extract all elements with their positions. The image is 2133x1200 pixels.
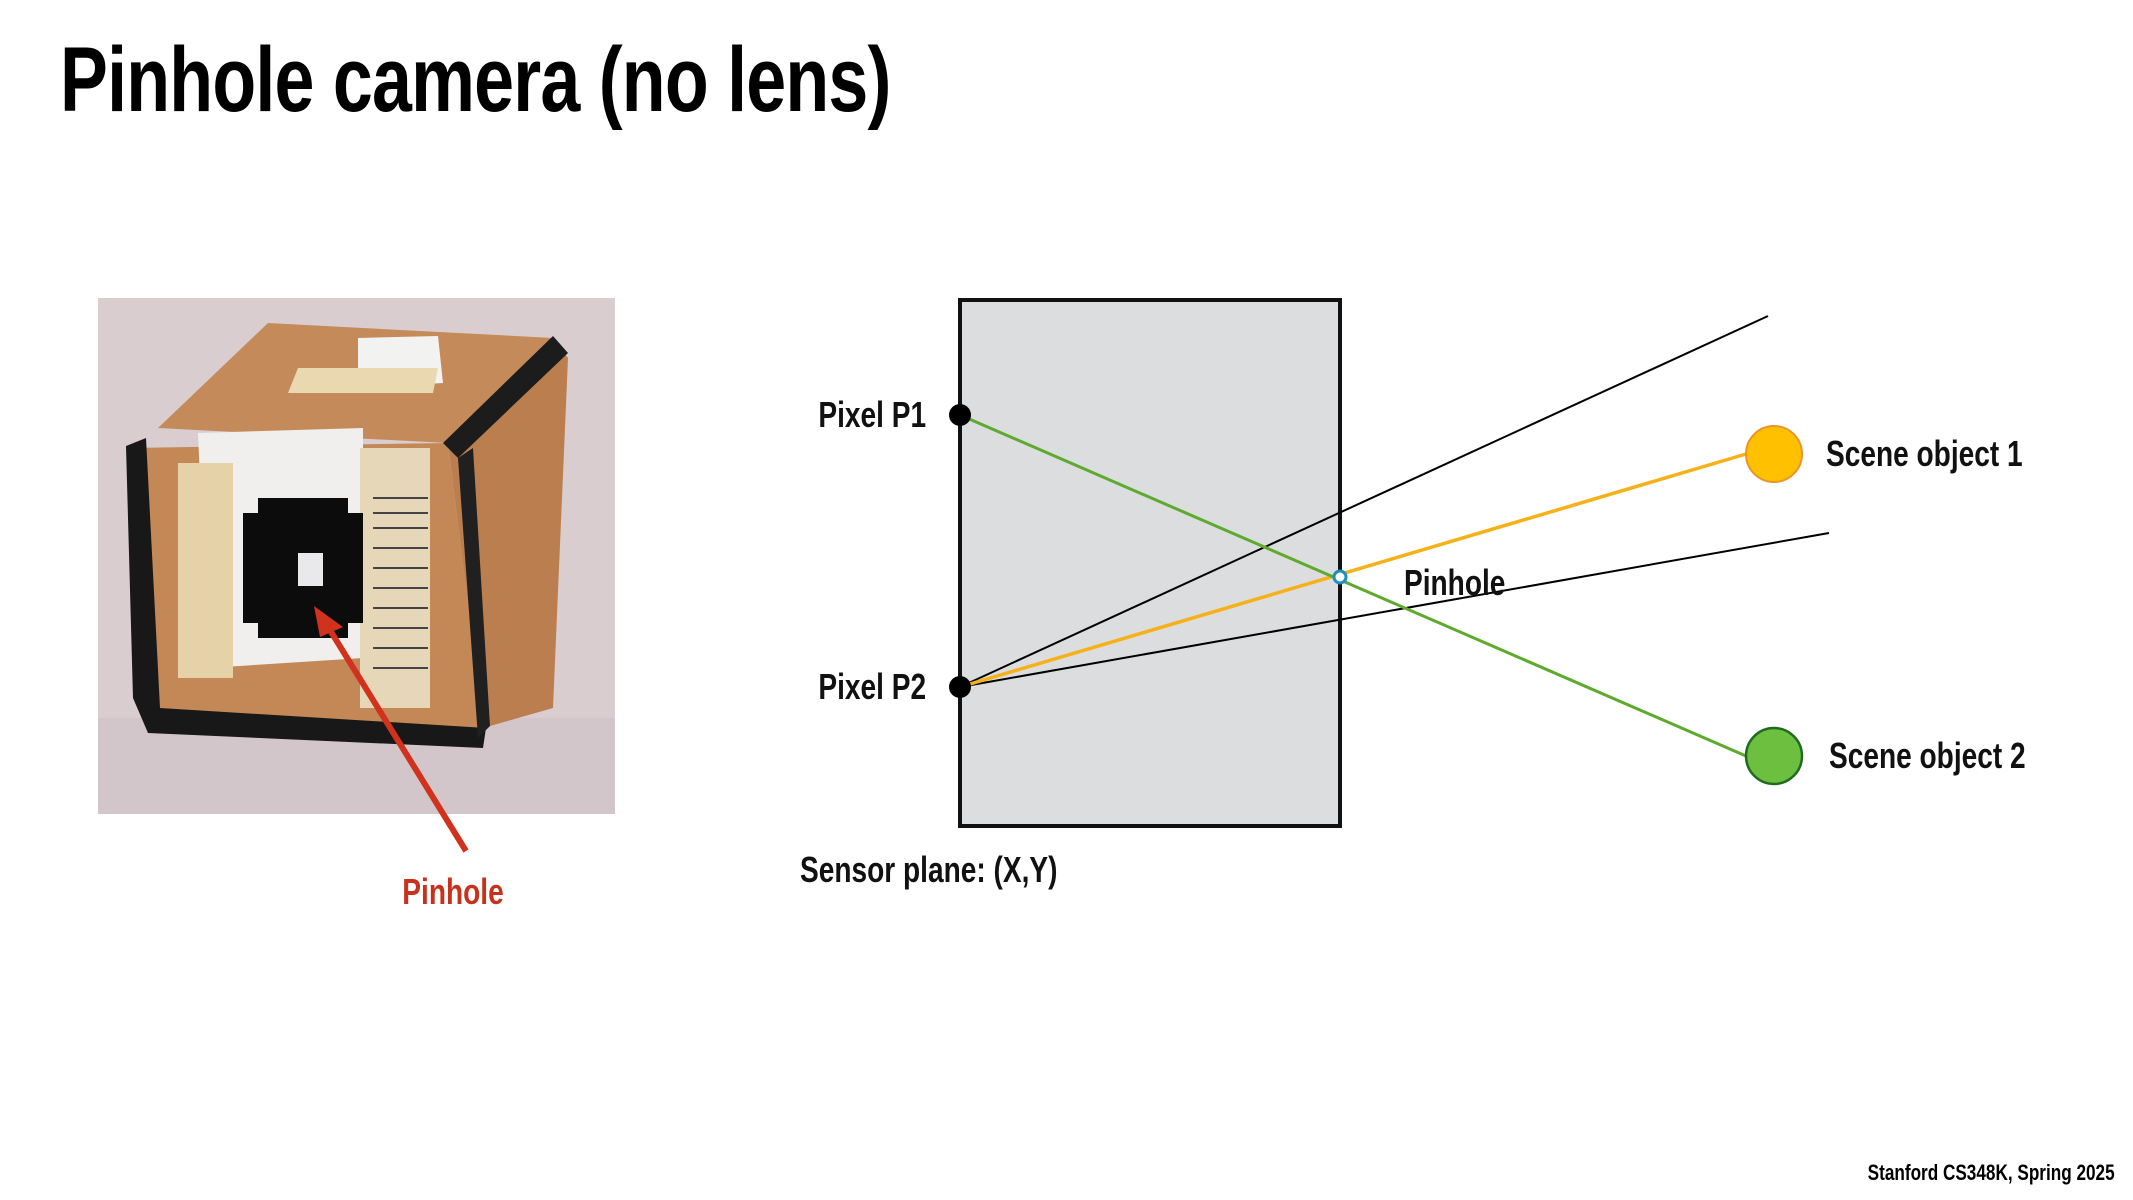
- footer-credit: Stanford CS348K, Spring 2025: [1868, 1160, 2115, 1185]
- pinhole-arrow: [322, 620, 469, 853]
- sensor-plane-label: Sensor plane: (X,Y): [800, 849, 1058, 890]
- pixel-p1-dot: [949, 404, 971, 426]
- pixel-p1-label: Pixel P1: [818, 394, 926, 435]
- pixel-p2-label: Pixel P2: [818, 666, 926, 707]
- pixel-p2-dot: [949, 676, 971, 698]
- pinhole-marker: [1332, 569, 1348, 585]
- pinhole-camera-photo: [98, 298, 615, 814]
- scene-object-2: [1744, 726, 1804, 786]
- scene-object-1-label: Scene object 1: [1826, 433, 2023, 474]
- scene-object-2-label: Scene object 2: [1829, 735, 2026, 776]
- pinhole-arrow-head: [314, 606, 343, 637]
- ray-black-upper: [959, 315, 1769, 688]
- ray-object1: [959, 452, 1747, 689]
- ray-object2: [959, 413, 1747, 758]
- ray-black-lower: [959, 532, 1830, 688]
- sensor-plane: [958, 298, 1342, 828]
- pinhole-label: Pinhole: [1404, 562, 1506, 603]
- scene-object-1: [1745, 425, 1803, 483]
- photo-pinhole-label: Pinhole: [402, 871, 504, 912]
- page-title: Pinhole camera (no lens): [60, 29, 891, 131]
